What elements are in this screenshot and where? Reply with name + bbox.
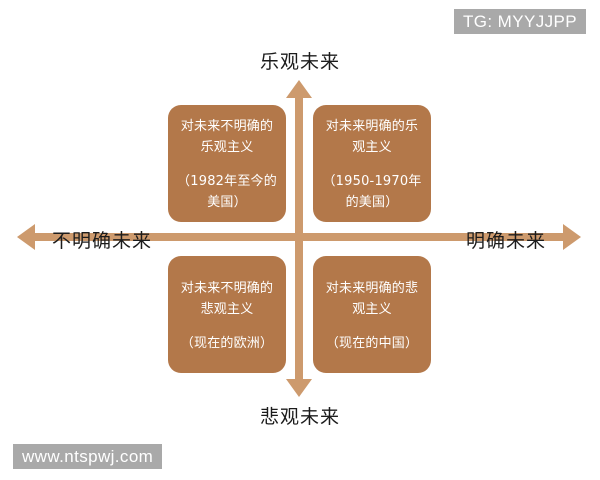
quadrant-note: （1982年至今的美国） [177,174,277,210]
quadrant-title: 对未来明确的悲观主义 [325,280,419,317]
axis-label-pessimistic-future: 悲观未来 [259,406,340,428]
quadrant-title: 对未来不明确的乐观主义 [180,119,274,155]
axis-label-optimistic-future: 乐观未来 [259,51,340,73]
quadrant-note: （1950-1970年的美国） [322,174,422,210]
quadrant-top-right[interactable]: 对未来明确的乐观主义 （1950-1970年的美国） [313,105,431,222]
quadrant-bottom-right[interactable]: 对未来明确的悲观主义 （现在的中国） [313,256,431,373]
quadrant-top-left[interactable]: 对未来不明确的乐观主义 （1982年至今的美国） [168,105,286,222]
watermark-top-right: TG: MYYJJPP [454,9,586,34]
quadrant-bottom-left[interactable]: 对未来不明确的悲观主义 （现在的欧洲） [168,256,286,373]
axis-label-indefinite-future: 不明确未来 [52,230,153,252]
arrow-right-icon [563,224,581,250]
arrow-down-icon [286,379,312,397]
arrow-up-icon [286,80,312,98]
quadrant-note: （现在的中国） [325,335,419,351]
axis-label-definite-future: 明确未来 [466,230,547,252]
quadrant-title: 对未来明确的乐观主义 [325,119,419,155]
quadrant-note: （现在的欧洲） [180,335,274,351]
horizontal-axis-line [33,233,565,241]
watermark-bottom-left: www.ntspwj.com [13,444,163,469]
quadrant-title: 对未来不明确的悲观主义 [180,280,274,317]
arrow-left-icon [17,224,35,250]
